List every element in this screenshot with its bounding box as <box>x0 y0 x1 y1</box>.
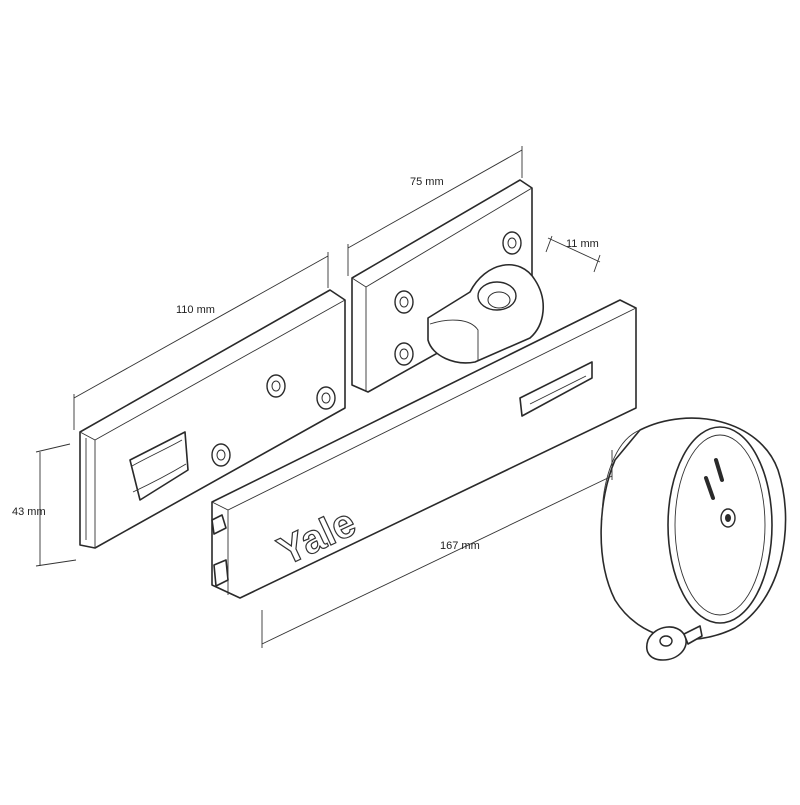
key-icon <box>646 625 703 661</box>
dimension-110 <box>73 252 329 430</box>
dimension-43-label: 43 mm <box>12 506 46 518</box>
dimension-110-label: 110 mm <box>176 304 215 316</box>
dimension-11 <box>545 235 601 273</box>
dimension-43 <box>35 443 77 567</box>
dimension-167 <box>261 450 613 648</box>
dimension-75-label: 75 mm <box>410 176 444 188</box>
dimension-11-label: 11 mm <box>566 238 599 250</box>
staple-eye <box>427 263 545 364</box>
lock-body-icon <box>600 417 787 641</box>
dimension-167-label: 167 mm <box>440 540 480 552</box>
dimension-75 <box>347 146 523 276</box>
staple-plate <box>351 179 533 393</box>
base-plate <box>79 289 346 549</box>
